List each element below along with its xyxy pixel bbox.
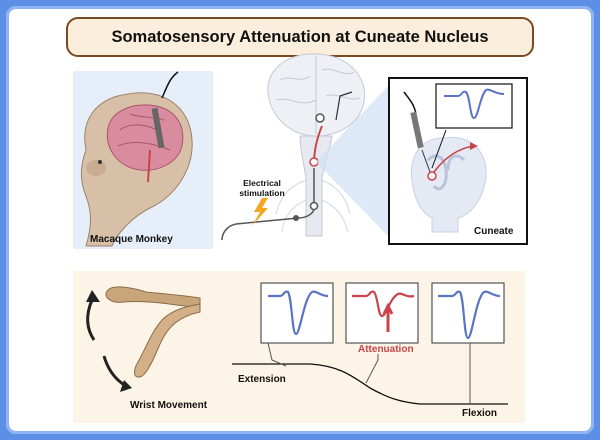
- movement-curve: [232, 363, 508, 405]
- monkey-illustration: [81, 71, 193, 247]
- lightning-icon: [252, 198, 268, 226]
- trace-box-3: [431, 282, 505, 344]
- monkey-label: Macaque Monkey: [90, 234, 173, 245]
- trace-flexion: [438, 290, 501, 340]
- attenuation-label: Attenuation: [358, 344, 414, 355]
- trace-box-2: [345, 282, 419, 344]
- title-text: Somatosensory Attenuation at Cuneate Nuc…: [111, 27, 489, 46]
- wrist-illustration: [86, 286, 201, 392]
- flexion-label: Flexion: [462, 408, 498, 419]
- projection-cone: [316, 86, 388, 236]
- trace-box-1: [260, 282, 334, 344]
- stimulation-label-line1: Electrical: [243, 178, 281, 188]
- cuneate-label: Cuneate: [474, 226, 514, 237]
- wrist-label: Wrist Movement: [130, 400, 208, 411]
- extension-label: Extension: [238, 374, 286, 385]
- cuneate-trace: [444, 88, 505, 120]
- brain-spinal-illustration: [221, 53, 365, 241]
- trace-attenuated: [352, 290, 415, 318]
- stimulation-label: Electrical stimulation: [232, 178, 292, 198]
- connector-1: [267, 342, 287, 367]
- trace-extension: [268, 290, 329, 336]
- attenuation-arrow: [382, 302, 394, 332]
- stimulation-label-line2: stimulation: [239, 188, 285, 198]
- figure-title: Somatosensory Attenuation at Cuneate Nuc…: [66, 17, 534, 57]
- cuneate-illustration: [403, 83, 513, 233]
- connector-2: [365, 354, 379, 384]
